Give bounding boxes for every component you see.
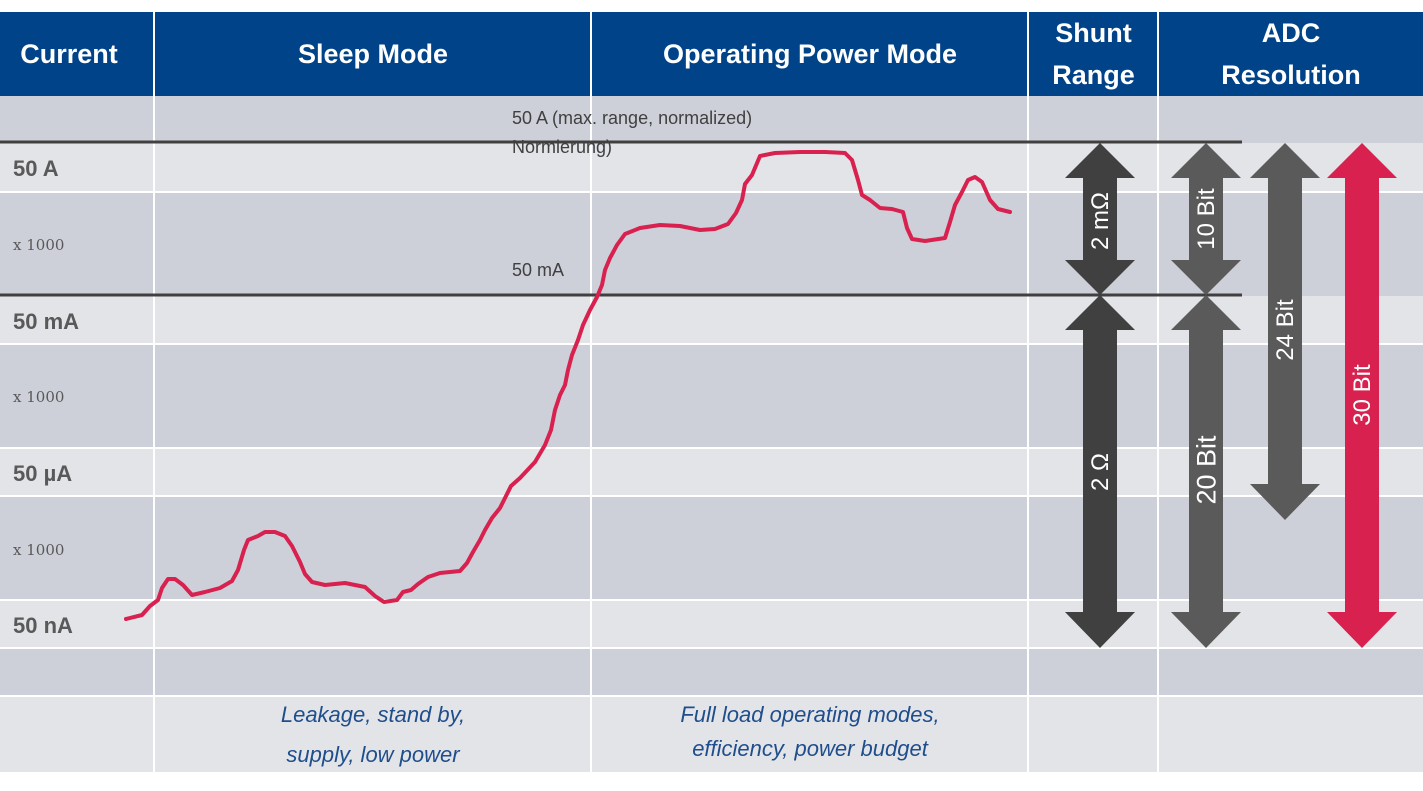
sleep-caption-line2: supply, low power — [286, 742, 460, 767]
operating-mode-caption: Full load operating modes, efficiency, p… — [592, 698, 1028, 766]
adc-20bit-arrow — [1171, 295, 1241, 648]
column-divider — [153, 12, 155, 772]
header-adc-resolution: ADC Resolution — [1159, 12, 1423, 96]
shunt-high-label: 2 mΩ — [1087, 192, 1114, 250]
row-divider — [0, 343, 1423, 345]
row-divider — [0, 191, 1423, 193]
row-multiplier: x 1000 — [13, 388, 65, 406]
row-multiplier: x 1000 — [13, 236, 65, 254]
adc-10bit-label: 10 Bit — [1193, 188, 1220, 250]
row-divider — [0, 647, 1423, 649]
adc-20bit-label: 20 Bit — [1191, 435, 1222, 505]
band-x1000-1 — [0, 192, 1423, 296]
header-shunt-line1: Shunt — [1055, 18, 1132, 48]
adc-24bit-arrow — [1250, 143, 1320, 520]
shunt-low-arrow — [1065, 295, 1135, 648]
header-shunt-line2: Range — [1052, 60, 1135, 90]
sleep-mode-caption: Leakage, stand by, supply, low power — [155, 695, 591, 775]
band-caption — [0, 696, 1423, 772]
current-curve — [124, 150, 1012, 621]
sleep-caption-line1: Leakage, stand by, — [280, 702, 466, 727]
header-current: Current — [20, 39, 118, 69]
band-x1000-3 — [0, 496, 1423, 600]
shunt-low-label: 2 Ω — [1087, 453, 1114, 491]
band-top — [0, 96, 1423, 143]
header-operating-mode: Operating Power Mode — [662, 39, 958, 69]
adc-30bit-label: 30 Bit — [1349, 364, 1376, 426]
header-shunt-range: Shunt Range — [1029, 12, 1158, 96]
row-multiplier: x 1000 — [13, 541, 65, 559]
row-label-50ma: 50 mA — [13, 309, 80, 334]
row-divider — [0, 599, 1423, 601]
band-50ua — [0, 448, 1423, 496]
band-x1000-2 — [0, 344, 1423, 448]
header-sleep-mode: Sleep Mode — [297, 39, 449, 69]
header-adc-line2: Resolution — [1221, 60, 1361, 90]
max-range-sublabel: Normierung) — [512, 137, 613, 157]
row-divider — [0, 447, 1423, 449]
table-header — [0, 12, 1423, 96]
row-label-50na: 50 nA — [13, 613, 73, 638]
row-divider — [0, 695, 1423, 697]
adc-10bit-arrow — [1171, 143, 1241, 295]
range-switch-label: 50 mA — [512, 260, 565, 280]
row-divider — [0, 495, 1423, 497]
row-label-50ua: 50 µA — [13, 461, 73, 486]
adc-24bit-label: 24 Bit — [1272, 299, 1299, 361]
column-divider — [590, 12, 592, 772]
band-bottom — [0, 648, 1423, 696]
operating-caption-line2: efficiency, power budget — [692, 736, 928, 761]
shunt-high-arrow — [1065, 143, 1135, 295]
column-divider — [1027, 12, 1029, 772]
row-label-50a: 50 A — [13, 156, 59, 181]
operating-caption-line1: Full load operating modes, — [680, 702, 940, 727]
max-range-label: 50 A (max. range, normalized) — [512, 108, 753, 128]
header-adc-line1: ADC — [1261, 18, 1321, 48]
column-divider — [1157, 12, 1159, 772]
adc-30bit-arrow — [1327, 143, 1397, 648]
